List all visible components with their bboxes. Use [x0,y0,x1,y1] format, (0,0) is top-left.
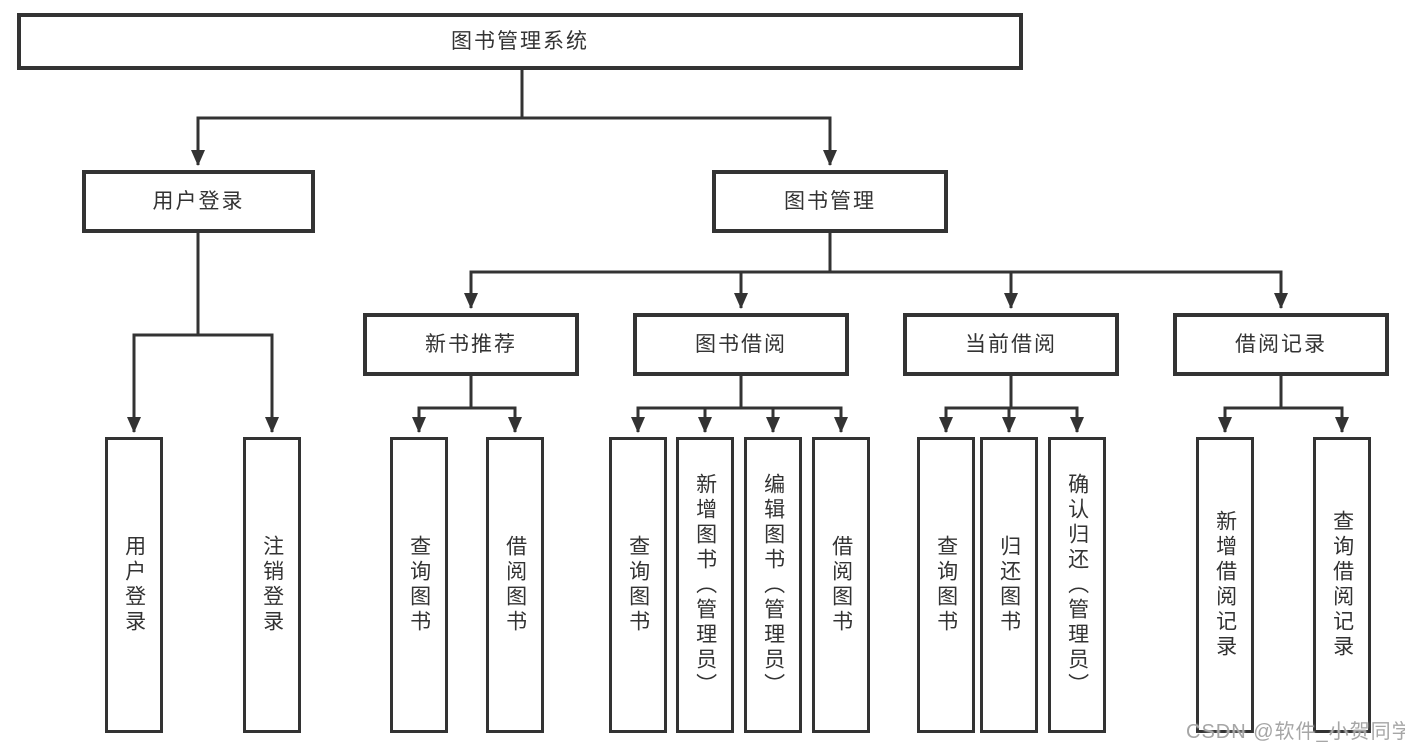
leaf-bookborrow-borrow-label: 借阅图书 [829,535,853,635]
node-current-borrow: 当前借阅 [903,313,1119,376]
leaf-bookborrow-add: 新增图书（管理员） [676,437,734,733]
node-user-login: 用户登录 [82,170,315,233]
leaf-record-add-label: 新增借阅记录 [1213,510,1237,660]
leaf-user-login-label: 用户登录 [122,535,146,635]
leaf-currentborrow-return-label: 归还图书 [997,535,1021,635]
node-book-borrow-label: 图书借阅 [695,332,787,356]
leaf-newbook-borrow: 借阅图书 [486,437,544,733]
node-borrow-record-label: 借阅记录 [1235,332,1327,356]
leaf-currentborrow-query-label: 查询图书 [934,535,958,635]
leaf-logout: 注销登录 [243,437,301,733]
node-book-mgmt-label: 图书管理 [784,189,876,213]
leaf-newbook-query-label: 查询图书 [407,535,431,635]
leaf-bookborrow-add-label: 新增图书（管理员） [693,472,717,698]
leaf-currentborrow-confirm: 确认归还（管理员） [1048,437,1106,733]
leaf-record-query-label: 查询借阅记录 [1330,510,1354,660]
leaf-record-query: 查询借阅记录 [1313,437,1371,733]
node-borrow-record: 借阅记录 [1173,313,1389,376]
node-book-borrow: 图书借阅 [633,313,849,376]
leaf-currentborrow-confirm-label: 确认归还（管理员） [1065,472,1089,698]
node-book-mgmt: 图书管理 [712,170,948,233]
leaf-bookborrow-query-label: 查询图书 [626,535,650,635]
leaf-bookborrow-query: 查询图书 [609,437,667,733]
csdn-watermark: CSDN @软件_小贺同学 [1186,721,1405,743]
leaf-record-add: 新增借阅记录 [1196,437,1254,733]
node-current-borrow-label: 当前借阅 [965,332,1057,356]
node-new-book-rec: 新书推荐 [363,313,579,376]
leaf-bookborrow-borrow: 借阅图书 [812,437,870,733]
node-root: 图书管理系统 [17,13,1023,70]
leaf-newbook-borrow-label: 借阅图书 [503,535,527,635]
node-root-label: 图书管理系统 [451,29,589,53]
node-new-book-rec-label: 新书推荐 [425,332,517,356]
node-user-login-label: 用户登录 [152,189,245,213]
leaf-newbook-query: 查询图书 [390,437,448,733]
leaf-bookborrow-edit: 编辑图书（管理员） [744,437,802,733]
leaf-user-login: 用户登录 [105,437,163,733]
leaf-logout-label: 注销登录 [260,535,284,635]
leaf-currentborrow-return: 归还图书 [980,437,1038,733]
leaf-currentborrow-query: 查询图书 [917,437,975,733]
leaf-bookborrow-edit-label: 编辑图书（管理员） [761,472,785,698]
